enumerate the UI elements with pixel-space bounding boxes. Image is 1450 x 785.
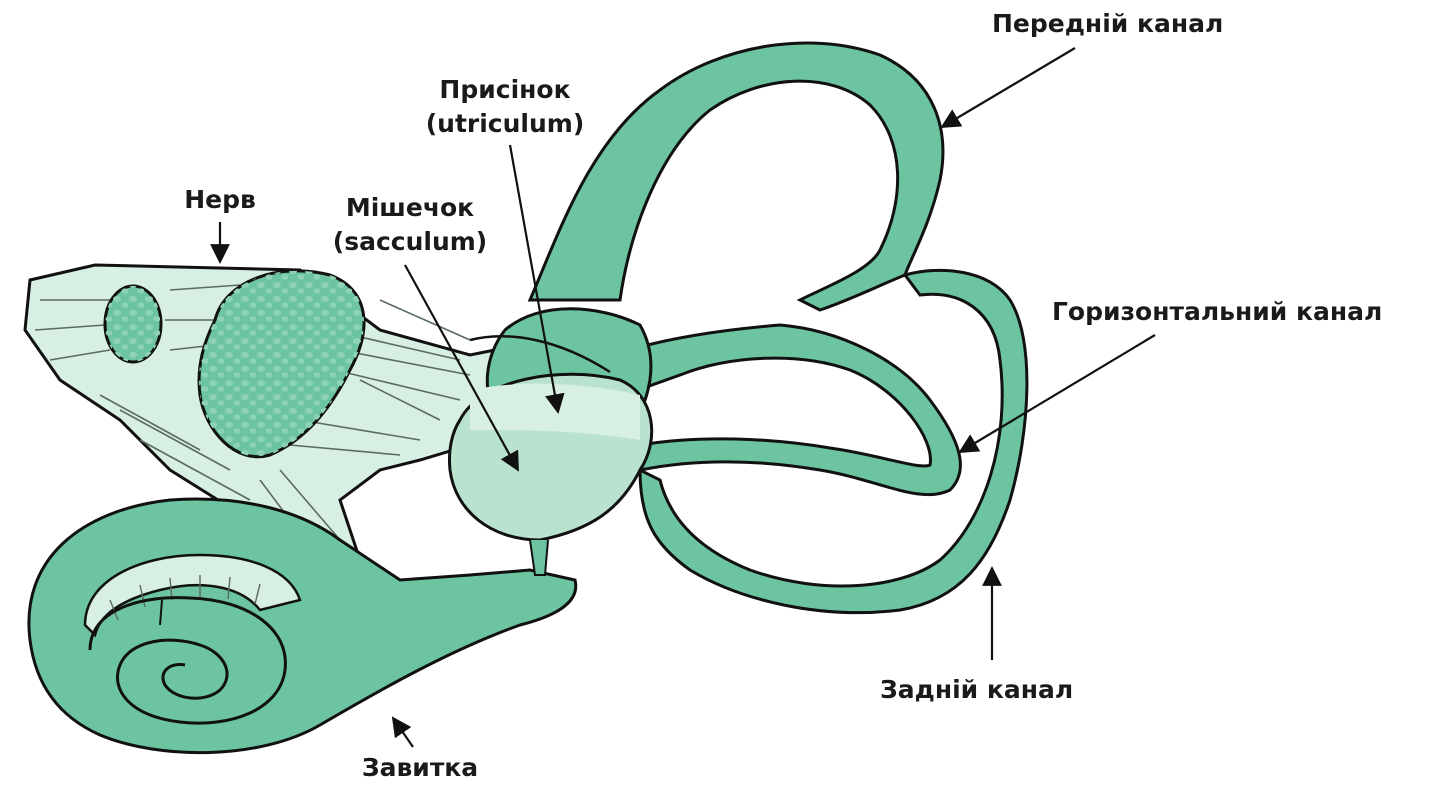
saccule-label-line1: Мішечок (305, 192, 515, 224)
saccule-label-line2: (sacculum) (305, 226, 515, 258)
posterior-canal-label: Задній канал (880, 674, 1073, 706)
utricle-label-line1: Присінок (400, 74, 610, 106)
anterior-canal-label: Передній канал (992, 8, 1223, 40)
utricle-label-line2: (utriculum) (400, 108, 610, 140)
nerve-label: Нерв (160, 184, 280, 216)
cochlea (29, 499, 576, 753)
cochlea-label: Завитка (340, 752, 500, 784)
horizontal-canal-label: Горизонтальний канал (1052, 296, 1382, 328)
